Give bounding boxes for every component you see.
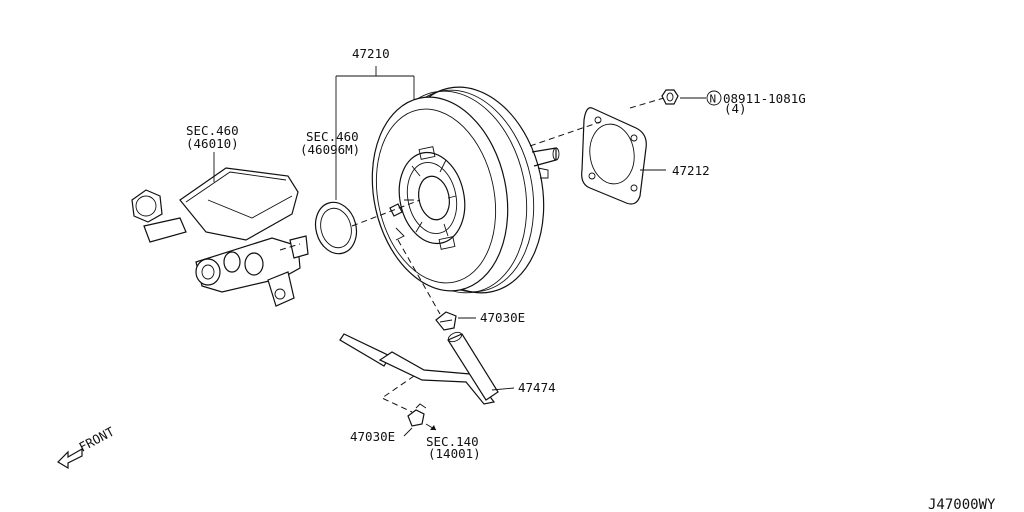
master-assembly-line <box>279 199 421 251</box>
nut <box>661 89 679 105</box>
clip-lower-leader <box>403 427 413 437</box>
clip-lower <box>407 403 427 427</box>
gasket-part-number: 47212 <box>672 163 710 178</box>
sec140-arrow-icon <box>425 423 437 431</box>
seal-sec-label: SEC.460 <box>306 129 359 144</box>
clip-lower-part-number: 47030E <box>350 429 395 444</box>
hose-assembly-line <box>397 239 441 315</box>
booster-leader <box>335 66 415 200</box>
hose-leader <box>491 387 515 391</box>
master-sec-sub: (46010) <box>186 136 239 151</box>
master-cylinder <box>131 167 309 307</box>
nut-symbol: N <box>710 93 717 106</box>
diagram-code: J47000WY <box>928 497 996 512</box>
clip-upper-part-number: 47030E <box>480 310 525 325</box>
hose-part-number: 47474 <box>518 380 556 395</box>
front-label: FRONT <box>76 424 117 455</box>
sec140-label: SEC.140 <box>426 434 479 449</box>
front-arrow-icon <box>57 447 83 470</box>
seal-sec-sub: (46096M) <box>300 142 360 157</box>
sec140-sub: (14001) <box>428 446 481 461</box>
booster-part-number: 47210 <box>352 46 390 61</box>
gasket-assembly-line <box>529 97 665 147</box>
nut-symbol-circle: N <box>706 90 722 106</box>
clip-upper <box>435 311 457 331</box>
master-sec-label: SEC.460 <box>186 123 239 138</box>
seal-ring <box>314 201 358 255</box>
nut-part-number: 08911-1081G <box>723 91 806 106</box>
lower-clip-assembly-line <box>380 375 415 413</box>
vacuum-hose <box>339 331 499 405</box>
gasket <box>581 107 647 205</box>
nut-quantity: (4) <box>724 101 747 116</box>
brake-booster <box>371 86 560 294</box>
